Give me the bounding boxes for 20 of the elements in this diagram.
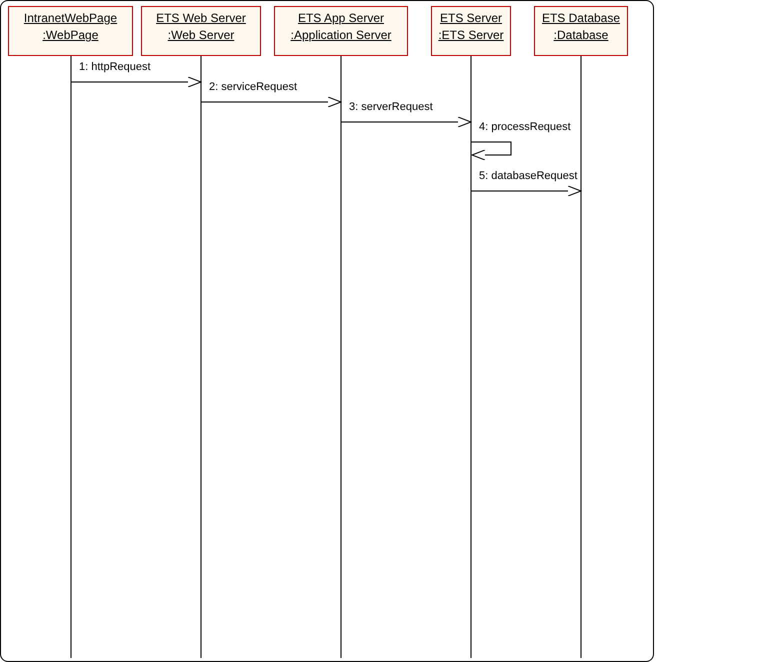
- object-name: ETS Web Server: [155, 10, 247, 27]
- object-name: ETS App Server: [296, 10, 386, 27]
- message-label: 3: serverRequest: [349, 101, 433, 113]
- message-label: 5: databaseRequest: [479, 170, 578, 182]
- message-label: 4: processRequest: [479, 121, 571, 133]
- object-name: ETS Server: [438, 10, 503, 27]
- message-label: 2: serviceRequest: [209, 81, 298, 93]
- object-name: :Application Server: [290, 27, 392, 44]
- object-name: ETS Database: [540, 10, 622, 27]
- message-arrow: [470, 186, 582, 196]
- object-name: IntranetWebPage: [22, 10, 118, 27]
- object-name: :Database: [552, 27, 610, 44]
- object-name: :ETS Server: [437, 27, 505, 44]
- message-arrow: [470, 142, 512, 160]
- object-name: :Web Server: [166, 27, 236, 44]
- message-arrow: [340, 116, 472, 128]
- message-arrow: [200, 96, 342, 108]
- message-label: 1: httpRequest: [79, 61, 151, 73]
- object-name: :WebPage: [42, 27, 100, 44]
- message-arrow: [70, 76, 202, 88]
